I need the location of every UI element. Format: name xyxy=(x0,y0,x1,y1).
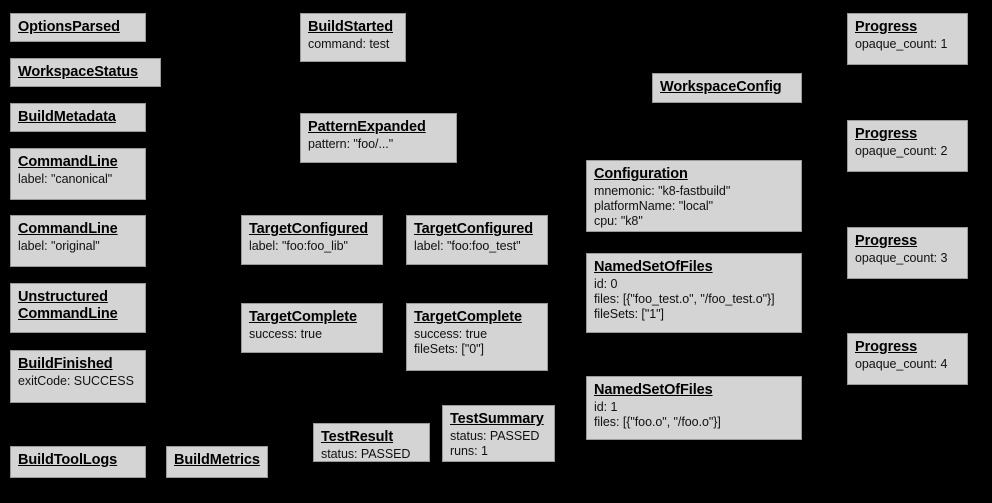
node-build-finished[interactable]: BuildFinished exitCode: SUCCESS xyxy=(10,350,146,403)
node-build-started[interactable]: BuildStarted command: test xyxy=(300,13,406,62)
node-field: fileSets: ["1"] xyxy=(594,307,664,321)
node-title: TestResult xyxy=(321,429,394,445)
node-title: WorkspaceConfig xyxy=(660,79,782,95)
node-field: id: 1 xyxy=(594,400,618,414)
node-title: WorkspaceStatus xyxy=(18,64,138,80)
node-title: Progress xyxy=(855,339,918,355)
node-field: opaque_count: 3 xyxy=(855,251,948,265)
node-title: CommandLine xyxy=(18,221,118,237)
node-title: NamedSetOfFiles xyxy=(594,382,713,398)
node-title: TestSummary xyxy=(450,411,544,427)
node-field: label: "original" xyxy=(18,239,100,253)
node-title: TargetComplete xyxy=(414,309,522,325)
node-field: files: [{"foo_test.o", "/foo_test.o"}] xyxy=(594,292,775,306)
node-title: Progress xyxy=(855,126,918,142)
node-fields: opaque_count: 3 xyxy=(855,251,961,266)
node-title: TargetConfigured xyxy=(249,221,368,237)
node-fields: exitCode: SUCCESS xyxy=(18,374,139,389)
node-field: success: true xyxy=(249,327,322,341)
node-title: BuildStarted xyxy=(308,19,394,35)
node-field: success: true xyxy=(414,327,487,341)
node-field: pattern: "foo/..." xyxy=(308,137,394,151)
node-unstructured-command-line[interactable]: Unstructured CommandLine xyxy=(10,283,146,333)
node-field: id: 0 xyxy=(594,277,618,291)
node-command-line-original[interactable]: CommandLine label: "original" xyxy=(10,215,146,267)
node-target-configured-foo-test[interactable]: TargetConfigured label: "foo:foo_test" xyxy=(406,215,548,265)
node-field: status: PASSED xyxy=(450,429,540,443)
node-target-complete-foo-lib[interactable]: TargetComplete success: true xyxy=(241,303,383,353)
node-field: exitCode: SUCCESS xyxy=(18,374,134,388)
node-title: Progress xyxy=(855,19,918,35)
node-fields: opaque_count: 1 xyxy=(855,37,961,52)
node-field: opaque_count: 1 xyxy=(855,37,948,51)
node-title: Unstructured CommandLine xyxy=(18,289,118,322)
node-configuration[interactable]: Configuration mnemonic: "k8-fastbuild"pla… xyxy=(586,160,802,232)
node-title: OptionsParsed xyxy=(18,19,120,35)
node-pattern-expanded[interactable]: PatternExpanded pattern: "foo/..." xyxy=(300,113,457,163)
node-field: opaque_count: 4 xyxy=(855,357,948,371)
node-title: TargetConfigured xyxy=(414,221,533,237)
node-field: label: "foo:foo_test" xyxy=(414,239,521,253)
node-field: runs: 1 xyxy=(450,444,488,458)
node-workspace-status[interactable]: WorkspaceStatus xyxy=(10,58,161,87)
node-field: label: "canonical" xyxy=(18,172,113,186)
node-title: BuildMetadata xyxy=(18,109,116,125)
node-title: PatternExpanded xyxy=(308,119,426,135)
node-fields: command: test xyxy=(308,37,399,52)
node-fields: label: "foo:foo_lib" xyxy=(249,239,376,254)
node-command-line-canonical[interactable]: CommandLine label: "canonical" xyxy=(10,148,146,200)
node-field: files: [{"foo.o", "/foo.o"}] xyxy=(594,415,721,429)
node-fields: opaque_count: 2 xyxy=(855,144,961,159)
node-options-parsed[interactable]: OptionsParsed xyxy=(10,13,146,42)
node-field: fileSets: ["0"] xyxy=(414,342,484,356)
node-workspace-config[interactable]: WorkspaceConfig xyxy=(652,73,802,103)
node-build-tool-logs[interactable]: BuildToolLogs xyxy=(10,446,146,478)
node-fields: status: PASSED xyxy=(321,447,423,462)
node-field: cpu: "k8" xyxy=(594,214,643,228)
node-fields: pattern: "foo/..." xyxy=(308,137,450,152)
node-title: NamedSetOfFiles xyxy=(594,259,713,275)
node-build-metrics[interactable]: BuildMetrics xyxy=(166,446,268,478)
node-title: Progress xyxy=(855,233,918,249)
node-field: platformName: "local" xyxy=(594,199,713,213)
node-title: TargetComplete xyxy=(249,309,357,325)
node-progress-3[interactable]: Progress opaque_count: 3 xyxy=(847,227,968,279)
node-progress-4[interactable]: Progress opaque_count: 4 xyxy=(847,333,968,385)
node-fields: mnemonic: "k8-fastbuild"platformName: "l… xyxy=(594,184,795,229)
node-field: opaque_count: 2 xyxy=(855,144,948,158)
node-fields: success: true xyxy=(249,327,376,342)
node-field: status: PASSED xyxy=(321,447,411,461)
node-test-result[interactable]: TestResult status: PASSED xyxy=(313,423,430,462)
node-title: Configuration xyxy=(594,166,688,182)
node-progress-2[interactable]: Progress opaque_count: 2 xyxy=(847,120,968,172)
node-title: BuildToolLogs xyxy=(18,452,118,468)
node-field: command: test xyxy=(308,37,390,51)
node-fields: label: "foo:foo_test" xyxy=(414,239,541,254)
node-fields: label: "original" xyxy=(18,239,139,254)
node-target-configured-foo-lib[interactable]: TargetConfigured label: "foo:foo_lib" xyxy=(241,215,383,265)
node-field: label: "foo:foo_lib" xyxy=(249,239,348,253)
node-fields: opaque_count: 4 xyxy=(855,357,961,372)
node-field: mnemonic: "k8-fastbuild" xyxy=(594,184,731,198)
node-progress-1[interactable]: Progress opaque_count: 1 xyxy=(847,13,968,65)
node-build-metadata[interactable]: BuildMetadata xyxy=(10,103,146,132)
node-fields: label: "canonical" xyxy=(18,172,139,187)
node-title: CommandLine xyxy=(18,154,118,170)
node-title: BuildFinished xyxy=(18,356,113,372)
node-title: BuildMetrics xyxy=(174,452,260,468)
